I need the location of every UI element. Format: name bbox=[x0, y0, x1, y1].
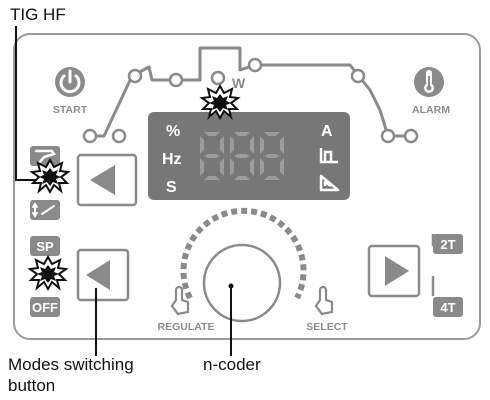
left-arrow-icon bbox=[86, 260, 110, 290]
flash-burst-icon bbox=[27, 254, 69, 292]
select-label: SELECT bbox=[306, 321, 348, 333]
modes-callout-line-1: Modes switching bbox=[8, 355, 134, 374]
process-nodes bbox=[82, 57, 419, 144]
encoder-knob[interactable] bbox=[202, 243, 282, 323]
node-preflow[interactable] bbox=[82, 128, 98, 144]
thermometer-icon bbox=[424, 70, 434, 93]
modes-callout-line-2: button bbox=[8, 376, 56, 395]
start-label: START bbox=[53, 104, 88, 116]
select-hand-icon bbox=[314, 285, 334, 316]
flash-burst-icon bbox=[199, 83, 241, 121]
right-arrow-icon bbox=[385, 256, 409, 286]
off-indicator: OFF bbox=[30, 297, 60, 317]
node-upslope[interactable] bbox=[127, 68, 143, 84]
off-label: OFF bbox=[32, 300, 58, 315]
node-welding-current[interactable] bbox=[247, 57, 263, 73]
left-arrow-icon bbox=[90, 165, 115, 195]
node-downslope[interactable] bbox=[350, 68, 366, 84]
power-icon bbox=[59, 74, 81, 94]
unit-hz: Hz bbox=[162, 151, 182, 168]
unit-seconds: S bbox=[166, 179, 177, 196]
node-base-current[interactable] bbox=[168, 72, 184, 88]
node-pulse[interactable] bbox=[210, 70, 226, 86]
modes-switching-callout: Modes switching button bbox=[8, 354, 134, 396]
regulate-hand-icon bbox=[170, 285, 190, 316]
2t-indicator: 2T bbox=[433, 234, 463, 254]
sp-indicator: SP bbox=[30, 236, 60, 256]
4t-indicator: 4T bbox=[433, 297, 463, 317]
display-panel: % Hz S A bbox=[148, 112, 350, 200]
flash-burst-icon bbox=[29, 157, 71, 195]
w-label: W bbox=[232, 75, 246, 91]
regulate-label: REGULATE bbox=[158, 321, 215, 333]
trigger-mode-button[interactable] bbox=[367, 244, 421, 298]
start-button[interactable] bbox=[55, 67, 85, 97]
torch-icon bbox=[34, 149, 56, 164]
unit-amperes: A bbox=[321, 123, 333, 140]
4t-label: 4T bbox=[440, 300, 455, 315]
tig-mode-indicators bbox=[30, 146, 60, 220]
tig-lift-indicator bbox=[30, 200, 60, 220]
alarm-label: ALARM bbox=[412, 104, 450, 116]
tig-hf-leader bbox=[15, 26, 36, 181]
2t-label: 2T bbox=[440, 237, 455, 252]
pulse-waveform-icon bbox=[319, 148, 338, 164]
ncoder-callout: n-coder bbox=[203, 355, 261, 374]
tig-hf-callout: TIG HF bbox=[10, 5, 66, 24]
unit-percent: % bbox=[166, 123, 180, 140]
sp-label: SP bbox=[36, 239, 54, 254]
modes-switching-button[interactable] bbox=[76, 248, 130, 302]
tig-mode-button[interactable] bbox=[76, 153, 138, 207]
node-end-current[interactable] bbox=[380, 128, 396, 144]
slope-icon bbox=[319, 174, 340, 192]
encoder-scale-arc bbox=[180, 207, 307, 300]
node-postflow[interactable] bbox=[403, 128, 419, 144]
lift-arrows-icon bbox=[32, 202, 55, 218]
alarm-indicator bbox=[414, 67, 444, 97]
node-start-current[interactable] bbox=[111, 128, 127, 144]
